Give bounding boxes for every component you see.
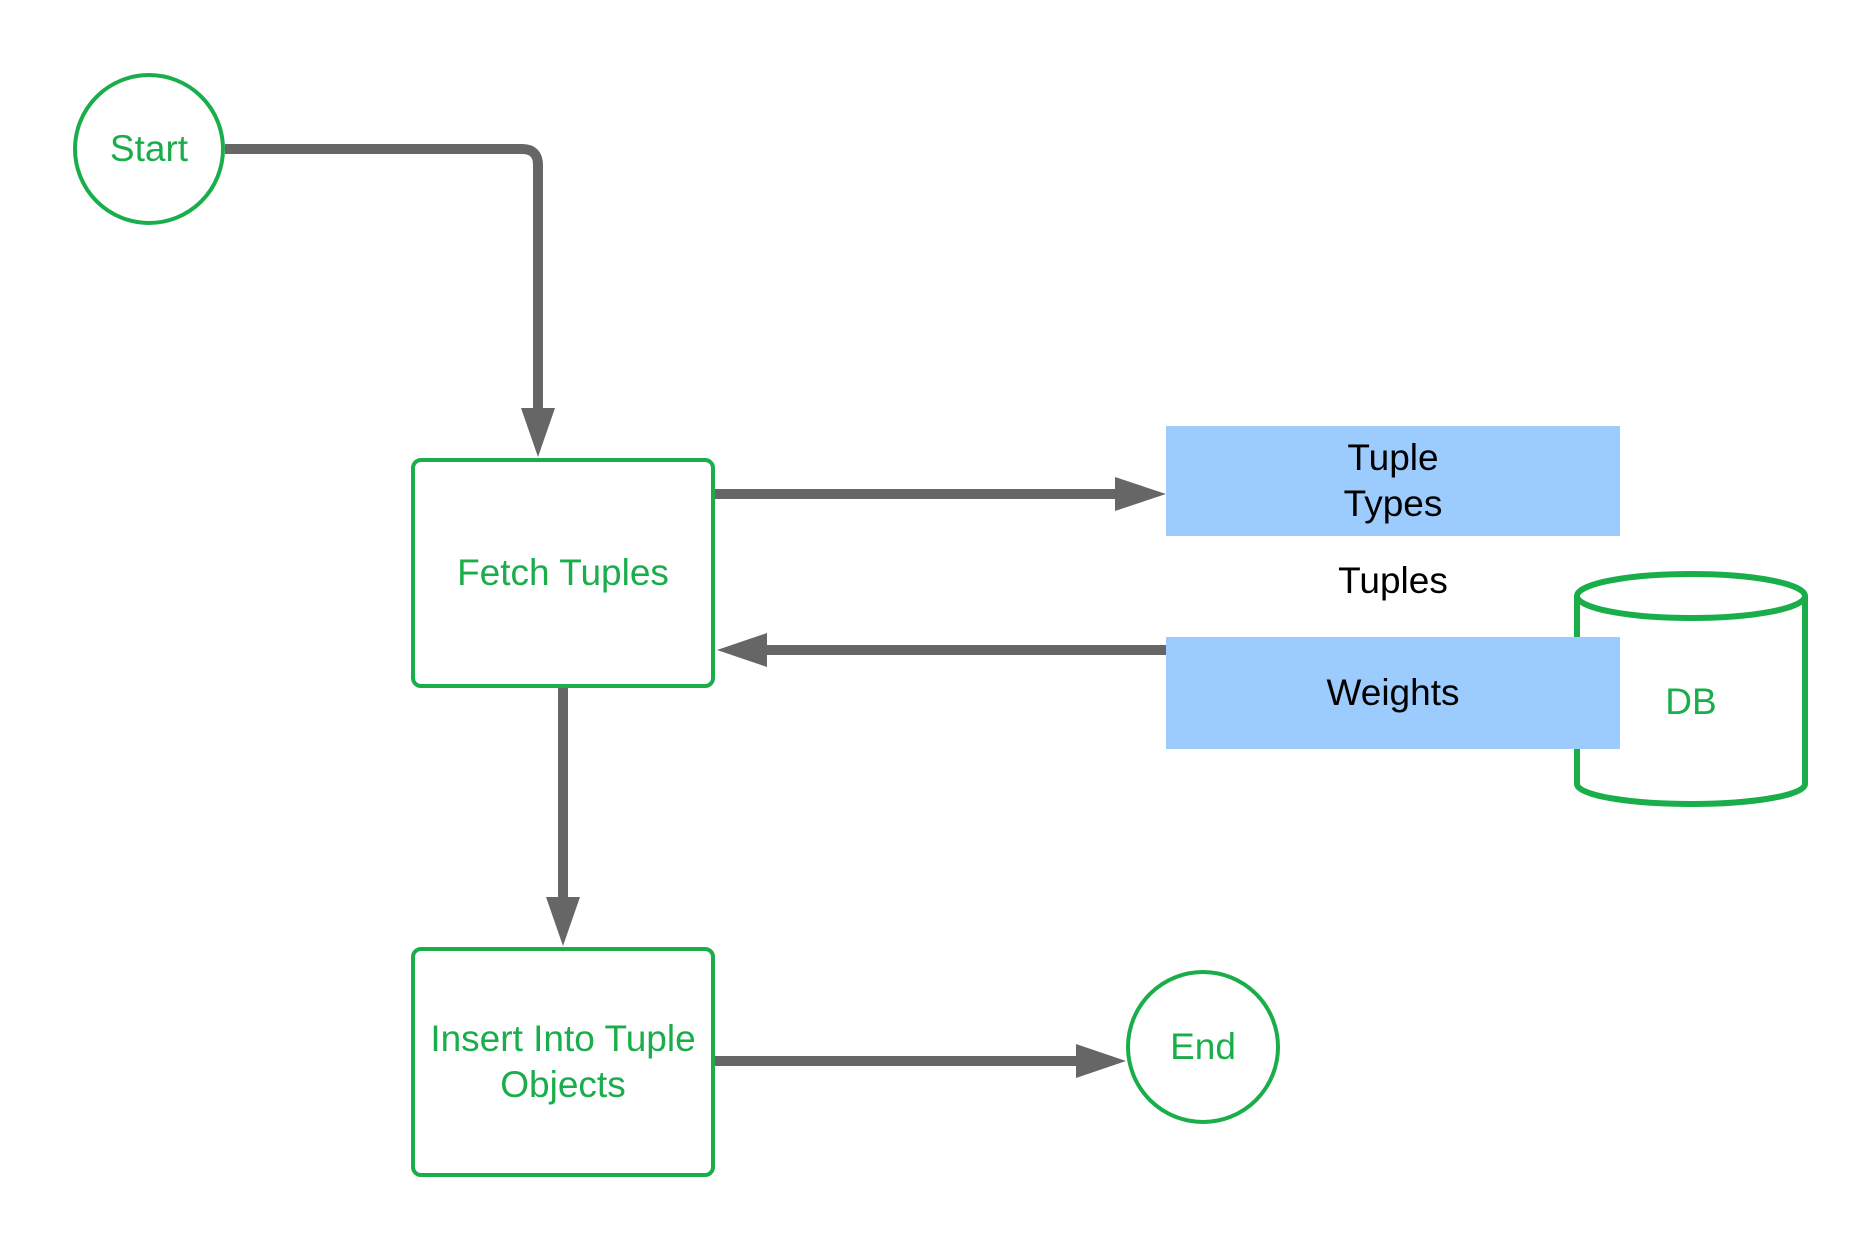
arrowhead-insert-to-end: [1076, 1044, 1126, 1078]
db-cylinder-body: [1574, 596, 1808, 807]
arrowhead-weights-to-fetch: [717, 633, 767, 667]
arrowhead-fetch-to-insert: [546, 897, 580, 946]
end-node-label: End: [1170, 1026, 1236, 1067]
start-node-label: Start: [109, 128, 189, 169]
db-text: DB: [1665, 681, 1717, 722]
insert-into-tuple-objects-node[interactable]: Insert Into Tuple Objects: [411, 947, 715, 1177]
arrowhead-fetch-to-tuple-types: [1115, 477, 1166, 511]
insert-into-tuple-objects-label: Insert Into Tuple Objects: [430, 1017, 696, 1105]
weights-label: Weights: [1166, 637, 1620, 749]
weights-text: Weights: [1326, 671, 1460, 713]
end-node[interactable]: End: [1126, 970, 1280, 1124]
fetch-tuples-node[interactable]: Fetch Tuples: [411, 458, 715, 688]
tuple-types-text: Tuple Types: [1343, 436, 1443, 524]
db-cylinder: [1574, 571, 1808, 807]
tuple-types-label: Tuple Types: [1166, 426, 1620, 536]
arrowhead-start-to-fetch: [521, 408, 555, 457]
start-node[interactable]: Start: [73, 73, 225, 225]
tuples-label: Tuples: [1266, 556, 1520, 606]
fetch-tuples-label: Fetch Tuples: [457, 551, 669, 593]
edge-start-to-fetch: [225, 144, 543, 410]
db-label: DB: [1600, 677, 1782, 727]
db-cylinder-top: [1574, 571, 1808, 621]
tuples-text: Tuples: [1338, 560, 1448, 601]
